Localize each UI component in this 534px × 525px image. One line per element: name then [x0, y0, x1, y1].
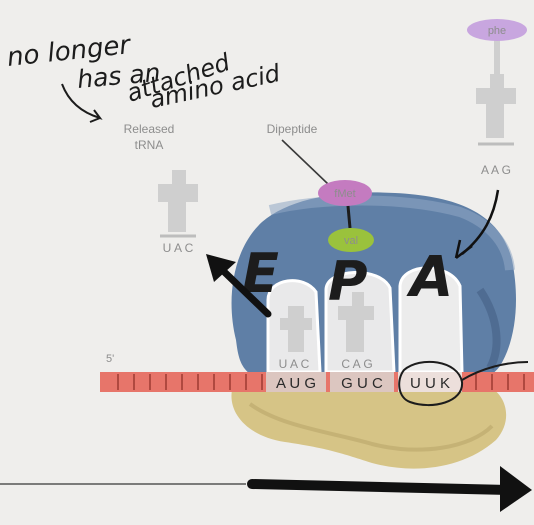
site-label-p: P	[328, 250, 368, 313]
codon-aug: A U G	[276, 375, 316, 392]
peptide-bond	[348, 206, 350, 228]
dipeptide-label: Dipeptide	[267, 122, 318, 136]
direction-arrow-shaft	[252, 484, 510, 490]
phe-amino-acid: phe	[467, 19, 527, 41]
five-prime-label: 5'	[106, 353, 114, 365]
incoming-trna-anticodon: A A G	[481, 163, 511, 177]
site-label-a: A	[406, 245, 453, 310]
val-label: val	[344, 235, 358, 247]
released-trna-label-2: tRNA	[135, 138, 164, 152]
phe-label: phe	[488, 25, 506, 37]
fmet-label: fMet	[334, 188, 355, 200]
released-trna-anticodon: U A C	[163, 241, 194, 255]
val-amino-acid: val	[328, 228, 374, 252]
released-trna-label-1: Released	[124, 122, 175, 136]
codon-guc: G U C	[341, 375, 383, 392]
codon-uuk: U U K	[410, 375, 450, 392]
p-site-anticodon: U A C	[279, 357, 310, 371]
a-site-anticodon: C A G	[341, 357, 372, 371]
fmet-amino-acid: fMet	[318, 180, 372, 206]
